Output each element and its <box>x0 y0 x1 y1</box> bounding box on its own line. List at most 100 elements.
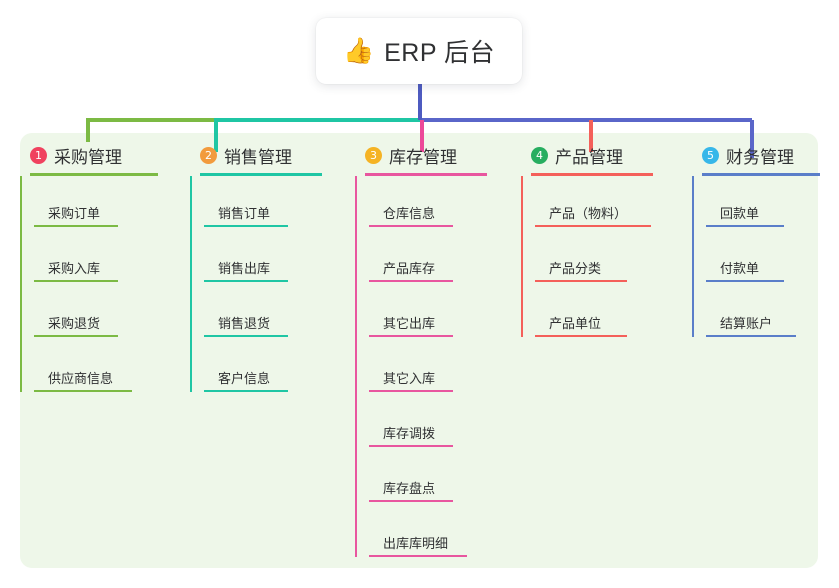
diagram-panel <box>20 133 818 568</box>
leaf-item[interactable]: 产品分类 <box>535 231 653 286</box>
connector-drop-col-1 <box>86 120 90 142</box>
leaf-item-label: 销售出库 <box>218 261 271 276</box>
column-badge-purchase: 1 <box>30 146 47 164</box>
leaf-item[interactable]: 产品库存 <box>369 231 487 286</box>
column-rule-purchase <box>30 173 158 176</box>
connector-drop-col-2 <box>214 120 218 152</box>
column-header-inventory[interactable]: 3 库存管理 <box>355 142 487 168</box>
connector-segment-green-left <box>86 118 214 122</box>
leaf-item-label: 销售订单 <box>218 206 271 221</box>
column-spine-finance <box>692 176 694 337</box>
leaf-item-rule <box>369 555 467 557</box>
leaf-item-label: 付款单 <box>720 261 760 276</box>
column-purchase: 1 采购管理采购订单采购入库采购退货供应商信息 <box>20 142 158 396</box>
thumbs-up-icon: 👍 <box>342 36 375 65</box>
column-spine-product <box>521 176 523 337</box>
connector-drop-col-3 <box>420 120 424 152</box>
leaf-item-rule <box>369 335 453 337</box>
leaf-item[interactable]: 采购订单 <box>34 176 158 231</box>
leaf-item-label: 回款单 <box>720 206 760 221</box>
column-header-sales[interactable]: 2 销售管理 <box>190 142 322 168</box>
leaf-item[interactable]: 销售出库 <box>204 231 322 286</box>
leaf-item-label: 出库库明细 <box>383 536 449 551</box>
column-rule-finance <box>702 173 820 176</box>
column-title-inventory: 库存管理 <box>389 147 457 167</box>
column-rule-sales <box>200 173 322 176</box>
leaf-item-rule <box>535 225 651 227</box>
leaf-item[interactable]: 库存盘点 <box>369 451 487 506</box>
leaf-item-rule <box>34 225 118 227</box>
leaf-item[interactable]: 付款单 <box>706 231 820 286</box>
leaf-item[interactable]: 采购入库 <box>34 231 158 286</box>
connector-drop-col-4 <box>589 120 593 152</box>
connector-segment-blue-right <box>420 118 752 122</box>
root-title: ERP 后台 <box>384 39 496 67</box>
leaf-item-label: 采购退货 <box>48 316 101 331</box>
leaf-item-rule <box>706 280 784 282</box>
leaf-item[interactable]: 供应商信息 <box>34 341 158 396</box>
column-title-finance: 财务管理 <box>726 147 794 167</box>
column-inventory: 3 库存管理仓库信息产品库存其它出库其它入库库存调拨库存盘点出库库明细 <box>355 142 487 561</box>
leaf-item-label: 产品分类 <box>549 261 602 276</box>
leaf-item[interactable]: 其它出库 <box>369 286 487 341</box>
column-spine-inventory <box>355 176 357 557</box>
leaf-item[interactable]: 产品（物料） <box>535 176 653 231</box>
column-badge-inventory: 3 <box>365 146 382 164</box>
leaf-item[interactable]: 产品单位 <box>535 286 653 341</box>
connector-drop-col-5 <box>750 120 754 158</box>
column-items-inventory: 仓库信息产品库存其它出库其它入库库存调拨库存盘点出库库明细 <box>355 176 487 561</box>
leaf-item[interactable]: 销售退货 <box>204 286 322 341</box>
leaf-item-rule <box>369 500 453 502</box>
leaf-item[interactable]: 回款单 <box>706 176 820 231</box>
column-spine-sales <box>190 176 192 392</box>
leaf-item-label: 采购订单 <box>48 206 101 221</box>
column-spine-purchase <box>20 176 22 392</box>
column-title-sales: 销售管理 <box>224 147 292 167</box>
leaf-item[interactable]: 客户信息 <box>204 341 322 396</box>
leaf-item-rule <box>34 280 118 282</box>
leaf-item-label: 仓库信息 <box>383 206 436 221</box>
leaf-item[interactable]: 采购退货 <box>34 286 158 341</box>
leaf-item-label: 供应商信息 <box>48 371 114 386</box>
leaf-item-rule <box>204 280 288 282</box>
leaf-item-label: 产品库存 <box>383 261 436 276</box>
leaf-item[interactable]: 结算账户 <box>706 286 820 341</box>
column-badge-sales: 2 <box>200 146 217 164</box>
leaf-item-label: 采购入库 <box>48 261 101 276</box>
column-items-sales: 销售订单销售出库销售退货客户信息 <box>190 176 322 396</box>
column-rule-inventory <box>365 173 487 176</box>
leaf-item[interactable]: 库存调拨 <box>369 396 487 451</box>
leaf-item[interactable]: 仓库信息 <box>369 176 487 231</box>
leaf-item-label: 产品（物料） <box>549 206 628 221</box>
connector-segment-teal-mid <box>214 118 420 122</box>
column-items-product: 产品（物料） 产品分类产品单位 <box>521 176 653 341</box>
leaf-item[interactable]: 出库库明细 <box>369 506 487 561</box>
leaf-item-label: 其它出库 <box>383 316 436 331</box>
leaf-item-label: 库存调拨 <box>383 426 436 441</box>
leaf-item-rule <box>204 335 288 337</box>
root-title-card: 👍 ERP 后台 <box>316 18 522 84</box>
leaf-item-rule <box>34 390 132 392</box>
root-trunk-line <box>418 80 422 120</box>
leaf-item-label: 销售退货 <box>218 316 271 331</box>
leaf-item-rule <box>706 225 784 227</box>
leaf-item-rule <box>204 225 288 227</box>
leaf-item-rule <box>706 335 796 337</box>
leaf-item-label: 库存盘点 <box>383 481 436 496</box>
column-header-purchase[interactable]: 1 采购管理 <box>20 142 158 168</box>
leaf-item-rule <box>535 335 627 337</box>
leaf-item-label: 其它入库 <box>383 371 436 386</box>
leaf-item-label: 结算账户 <box>720 316 773 331</box>
leaf-item[interactable]: 销售订单 <box>204 176 322 231</box>
leaf-item[interactable]: 其它入库 <box>369 341 487 396</box>
leaf-item-rule <box>369 390 453 392</box>
column-title-purchase: 采购管理 <box>54 147 122 167</box>
leaf-item-rule <box>535 280 627 282</box>
column-rule-product <box>531 173 653 176</box>
column-badge-product: 4 <box>531 146 548 164</box>
leaf-item-rule <box>369 280 453 282</box>
column-items-purchase: 采购订单采购入库采购退货供应商信息 <box>20 176 158 396</box>
